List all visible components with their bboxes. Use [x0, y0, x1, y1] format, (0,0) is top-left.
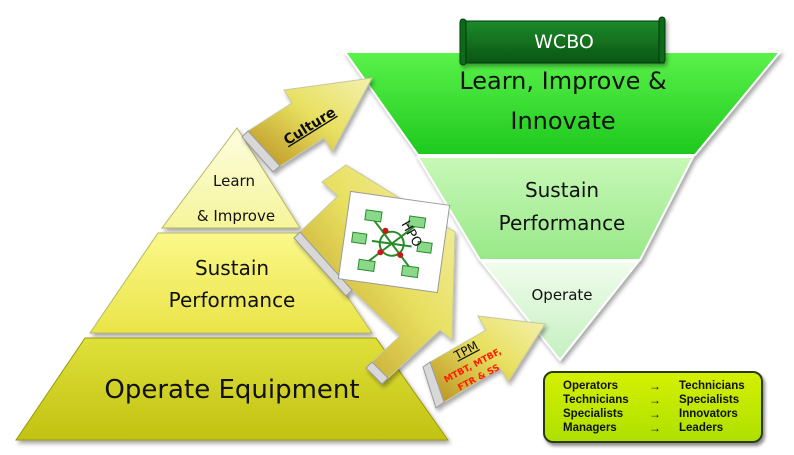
- legend-from: Specialists: [563, 408, 624, 420]
- wcbo-banner: WCBO: [459, 16, 666, 66]
- hpo-emblem: HPO: [337, 190, 451, 294]
- arrow-right-icon: →: [649, 393, 661, 407]
- legend-to: Innovators: [679, 408, 738, 420]
- network-icon: [351, 209, 433, 279]
- arrow-right-icon: →: [649, 407, 661, 421]
- right-middle-label-line1: Sustain: [525, 178, 599, 202]
- left-top-label-line1: Learn: [213, 172, 255, 190]
- left-pyramid-middle-tier: [89, 232, 373, 334]
- legend-row: Technicians → Specialists: [545, 393, 765, 408]
- role-progression-legend: Operators → Technicians Technicians → Sp…: [543, 371, 763, 443]
- left-top-label-line2: & Improve: [197, 207, 275, 225]
- legend-row: Operators → Technicians: [545, 379, 765, 394]
- culture-arrow: Culture: [241, 77, 373, 173]
- right-pyramid-bottom-tier: [479, 261, 641, 362]
- legend-row: Specialists → Innovators: [545, 407, 765, 422]
- legend-to: Specialists: [679, 394, 740, 406]
- left-pyramid: [15, 127, 449, 441]
- right-bottom-label: Operate: [531, 286, 592, 304]
- legend-to: Technicians: [679, 380, 745, 392]
- arrow-right-icon: →: [649, 421, 661, 435]
- right-pyramid-middle-tier: [416, 156, 695, 261]
- legend-from: Managers: [563, 422, 617, 434]
- left-middle-label-line2: Performance: [169, 288, 296, 312]
- legend-from: Operators: [563, 380, 618, 392]
- right-top-label-line1: Learn, Improve &: [459, 67, 666, 95]
- arrow-right-icon: →: [649, 379, 661, 393]
- left-bottom-label: Operate Equipment: [104, 375, 359, 405]
- legend-row: Managers → Leaders: [545, 421, 765, 436]
- left-pyramid-bottom-tier: [15, 337, 449, 441]
- legend-to: Leaders: [679, 422, 724, 434]
- right-top-label-line2: Innovate: [510, 107, 615, 135]
- left-pyramid-top-tier: [161, 127, 301, 229]
- right-inverted-pyramid: [343, 51, 783, 362]
- left-middle-label-line1: Sustain: [195, 256, 269, 280]
- wcbo-banner-title: WCBO: [534, 31, 594, 53]
- right-middle-label-line2: Performance: [499, 211, 626, 235]
- legend-from: Technicians: [563, 394, 629, 406]
